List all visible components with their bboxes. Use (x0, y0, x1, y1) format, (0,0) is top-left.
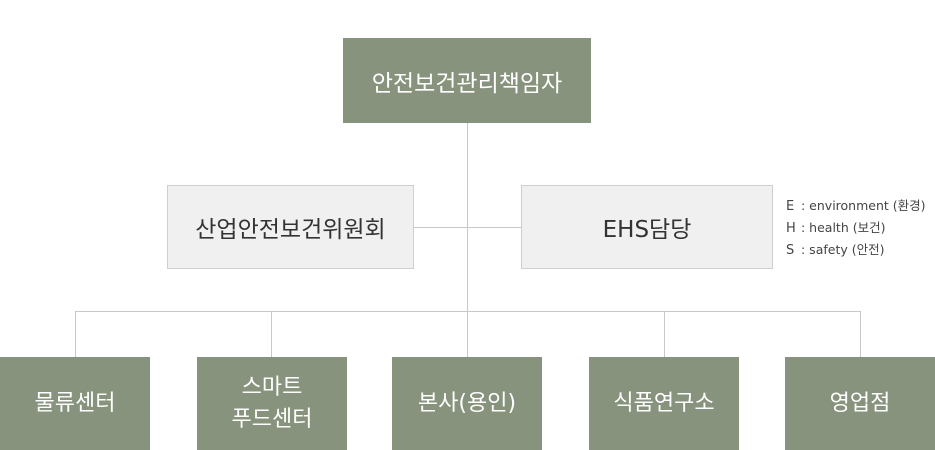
ehs-legend: E : environment (환경) H : health (보건) S : sa… (786, 195, 926, 261)
connector-drop-2 (271, 311, 272, 357)
node-safety-committee: 산업안전보건위원회 (167, 185, 414, 269)
legend-key: S (786, 243, 795, 258)
connector-horizontal-bottom (75, 311, 861, 312)
node-label: EHS담당 (602, 217, 692, 243)
connector-horizontal-mid (414, 227, 521, 228)
legend-row-h: H : health (보건) (786, 217, 926, 239)
legend-key: E (786, 199, 795, 214)
connector-drop-4 (664, 311, 665, 357)
node-label: 본사(용인) (417, 390, 517, 416)
node-logistics-center: 물류센터 (0, 357, 150, 450)
connector-vertical-main (467, 123, 468, 357)
node-smart-food-center: 스마트 푸드센터 (197, 357, 347, 450)
legend-key: H (786, 221, 796, 236)
node-label: 산업안전보건위원회 (195, 217, 386, 243)
node-headquarters: 본사(용인) (392, 357, 542, 450)
node-food-research-lab: 식품연구소 (589, 357, 739, 450)
node-label-line-1: 스마트 (241, 374, 303, 400)
legend-text: : health (보건) (801, 220, 886, 235)
legend-row-s: S : safety (안전) (786, 239, 926, 261)
connector-drop-5 (860, 311, 861, 357)
node-sales-branch: 영업점 (785, 357, 935, 450)
node-label: 영업점 (829, 390, 891, 416)
node-label-line-2: 푸드센터 (231, 406, 313, 432)
node-label: 물류센터 (34, 390, 116, 416)
connector-drop-1 (75, 311, 76, 357)
node-label: 안전보건관리책임자 (371, 70, 563, 97)
legend-text: : safety (안전) (801, 242, 885, 257)
node-safety-health-manager: 안전보건관리책임자 (343, 38, 591, 123)
node-label: 식품연구소 (613, 390, 715, 416)
legend-text: : environment (환경) (801, 198, 926, 213)
legend-row-e: E : environment (환경) (786, 195, 926, 217)
node-ehs: EHS담당 (521, 185, 773, 269)
